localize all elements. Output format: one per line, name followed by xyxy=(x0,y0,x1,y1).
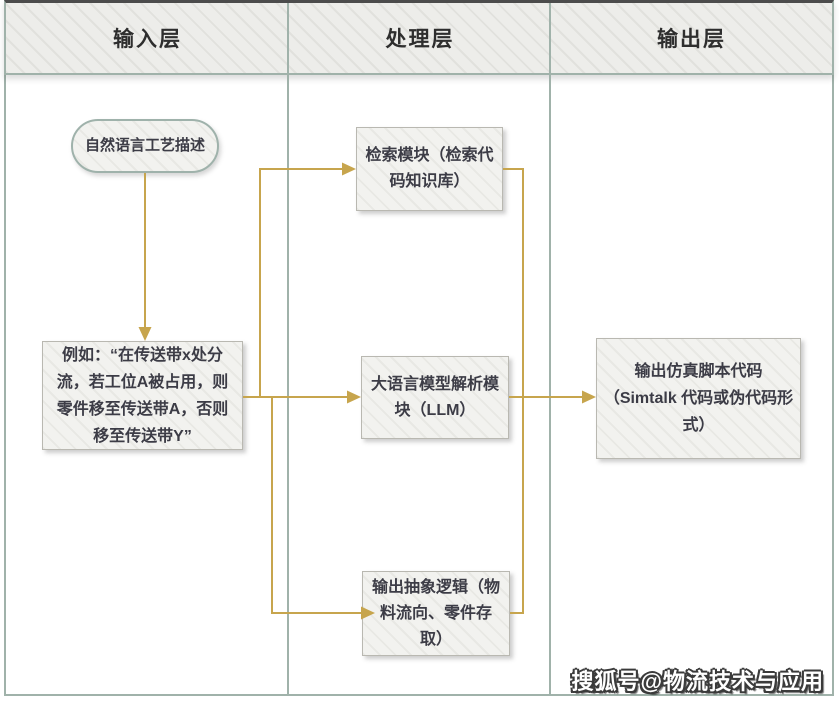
lane-header-input: 输入层 xyxy=(113,28,182,51)
node-abstract-logic: 输出抽象逻辑（物 料流向、零件存 取） xyxy=(362,571,510,656)
node-example-text: 例如：“在传送带x处分 流，若工位A被占用，则 零件移至传送带A，否则 移至传送… xyxy=(42,341,243,450)
node-retrieval-module: 检索模块（检索代 码知识库） xyxy=(356,127,503,211)
node-natural-language-input: 自然语言工艺描述 xyxy=(71,119,219,173)
lane-header-output: 输出层 xyxy=(657,28,726,51)
watermark: 搜狐号@物流技术与应用 xyxy=(571,669,824,694)
node-llm-module: 大语言模型解析模 块（LLM） xyxy=(361,356,509,439)
lane-header-process: 处理层 xyxy=(385,28,455,51)
node-sim-code-output: 输出仿真脚本代码 （Simtalk 代码或伪代码形 式） xyxy=(596,338,801,459)
lane-separator-1 xyxy=(287,3,289,696)
lane-separator-2 xyxy=(549,3,551,696)
lane-header-row: 输入层 处理层 输出层 xyxy=(4,0,834,75)
